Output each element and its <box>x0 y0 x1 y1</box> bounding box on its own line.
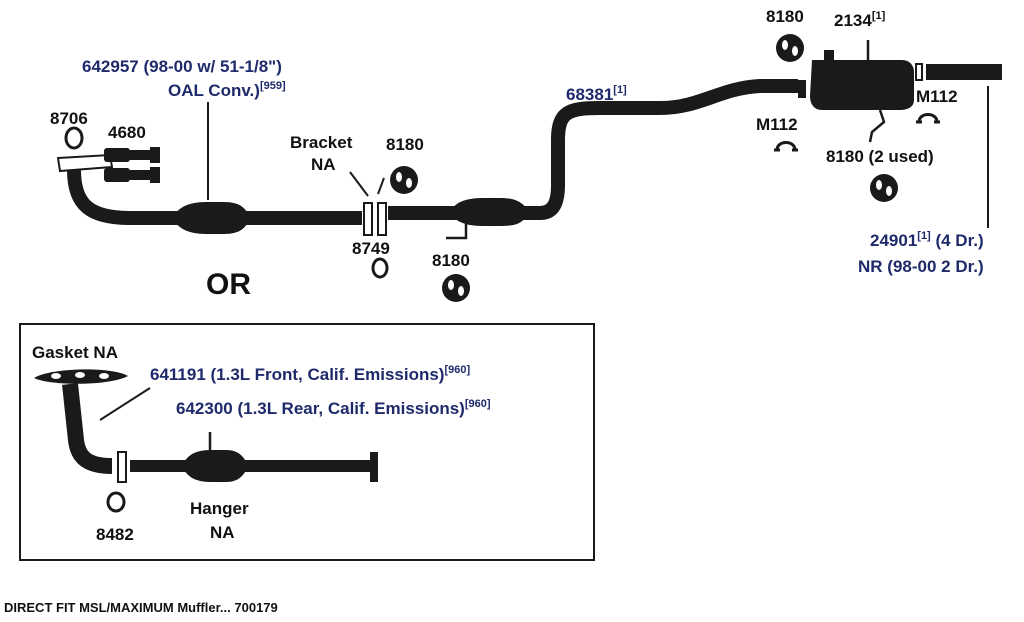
resonator <box>450 198 530 226</box>
callout-641191 <box>99 387 151 421</box>
inset-catalytic-converter <box>182 450 248 482</box>
catalytic-converter <box>172 202 250 234</box>
hardware-icons <box>64 34 940 302</box>
or-label: OR <box>206 268 251 301</box>
part-8749-label: 8749 <box>352 239 390 258</box>
clamp-icon <box>916 113 940 124</box>
hanger-na-label-line2: NA <box>210 523 235 542</box>
gasket-na-label: Gasket NA <box>32 343 118 362</box>
part-m112-left-label: M112 <box>756 115 798 134</box>
callout-bracket-2 <box>377 177 385 195</box>
inset-rear-flange <box>370 452 378 482</box>
bracket-na-label: NA <box>311 155 336 174</box>
part-8180-label-b: 8180 <box>432 251 470 270</box>
muffler-lower-bracket <box>868 109 886 143</box>
rubber-hanger-icon <box>776 34 804 62</box>
tailpipe <box>926 64 1002 80</box>
mid-pipe <box>388 79 798 220</box>
muffler-inlet-joint <box>798 80 806 98</box>
part-642957-label-line2: OAL Conv.)[959] <box>168 80 286 100</box>
california-emissions-inset: Gasket NA 641191 (1.3L Front, Calif. Emi… <box>19 323 595 561</box>
part-642957-label: 642957 (98-00 w/ 51-1/8") <box>82 57 282 76</box>
clamp-icon <box>774 141 798 152</box>
part-642300-label: 642300 (1.3L Rear, Calif. Emissions)[960… <box>176 398 491 418</box>
bolt-icon <box>104 147 160 163</box>
part-2134-label: 2134[1] <box>834 10 886 30</box>
bracket-label: Bracket <box>290 133 353 152</box>
front-pipe <box>67 169 362 225</box>
part-m112-right-label: M112 <box>916 87 958 106</box>
gasket-8749-icon <box>371 257 389 279</box>
front-flange <box>56 153 114 173</box>
part-8180-2used-label: 8180 (2 used) <box>826 147 934 166</box>
gasket-8482-icon <box>106 491 126 513</box>
inset-front-pipe <box>62 383 113 474</box>
main-exhaust-assembly <box>56 40 1002 240</box>
part-24901-label: 24901[1] (4 Dr.) <box>870 230 984 250</box>
inset-frame <box>19 323 595 561</box>
footer-caption: DIRECT FIT MSL/MAXIMUM Muffler... 700179 <box>4 600 278 615</box>
hanger-na-label: Hanger <box>190 499 249 518</box>
part-8180-top-label: 8180 <box>766 7 804 26</box>
resonator-bracket <box>446 222 468 240</box>
part-68381-label: 68381[1] <box>566 84 627 104</box>
flange-joint-left <box>363 202 373 236</box>
muffler-cap <box>824 50 834 60</box>
gasket-8706-icon <box>64 126 84 150</box>
part-4680-label: 4680 <box>108 123 146 142</box>
tailpipe-clamp <box>915 63 923 81</box>
part-24901-label-line2: NR (98-00 2 Dr.) <box>858 257 984 276</box>
part-8482-label: 8482 <box>96 525 134 544</box>
part-8180-label-a: 8180 <box>386 135 424 154</box>
part-641191-label: 641191 (1.3L Front, Calif. Emissions)[96… <box>150 364 470 384</box>
rubber-hanger-icon <box>442 274 470 302</box>
main-labels: 642957 (98-00 w/ 51-1/8") OAL Conv.)[959… <box>50 7 984 301</box>
rubber-hanger-icon <box>870 174 898 202</box>
inset-rear-pipe <box>130 460 374 472</box>
muffler-body <box>810 60 914 110</box>
part-8706-label: 8706 <box>50 109 88 128</box>
callout-bracket <box>349 171 369 197</box>
bolt-icon <box>104 167 160 183</box>
rubber-hanger-icon <box>390 166 418 194</box>
inset-joint <box>117 451 127 483</box>
flange-joint-right <box>377 202 387 236</box>
